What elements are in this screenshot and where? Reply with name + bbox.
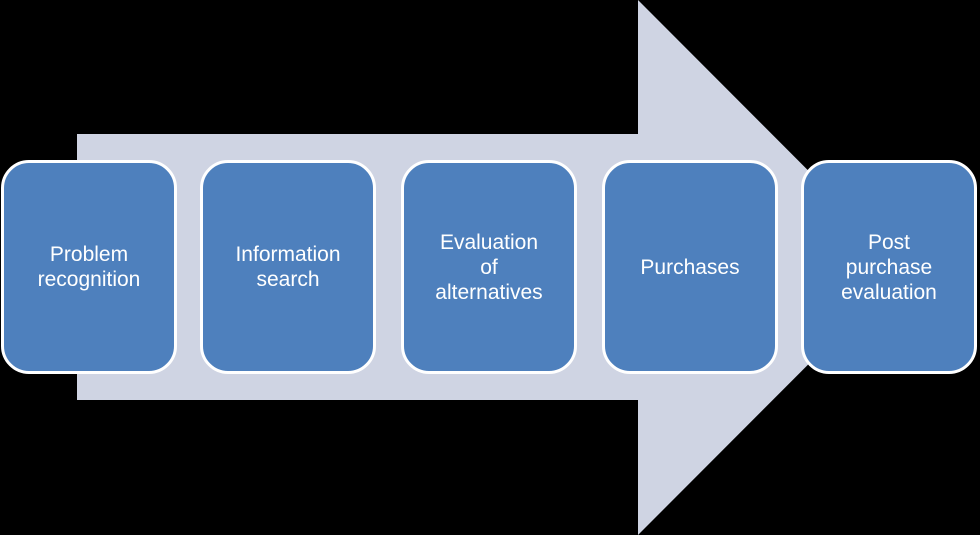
step-purchases: Purchases — [602, 160, 778, 374]
step-label: Evaluation of alternatives — [435, 230, 543, 304]
step-problem-recognition: Problem recognition — [1, 160, 177, 374]
step-post-purchase-evaluation: Post purchase evaluation — [801, 160, 977, 374]
step-label: Problem recognition — [37, 243, 141, 291]
step-label: Purchases — [640, 255, 740, 279]
step-label: Information search — [235, 243, 341, 291]
step-evaluation-of-alternatives: Evaluation of alternatives — [401, 160, 577, 374]
step-information-search: Information search — [200, 160, 376, 374]
step-label: Post purchase evaluation — [841, 230, 937, 304]
